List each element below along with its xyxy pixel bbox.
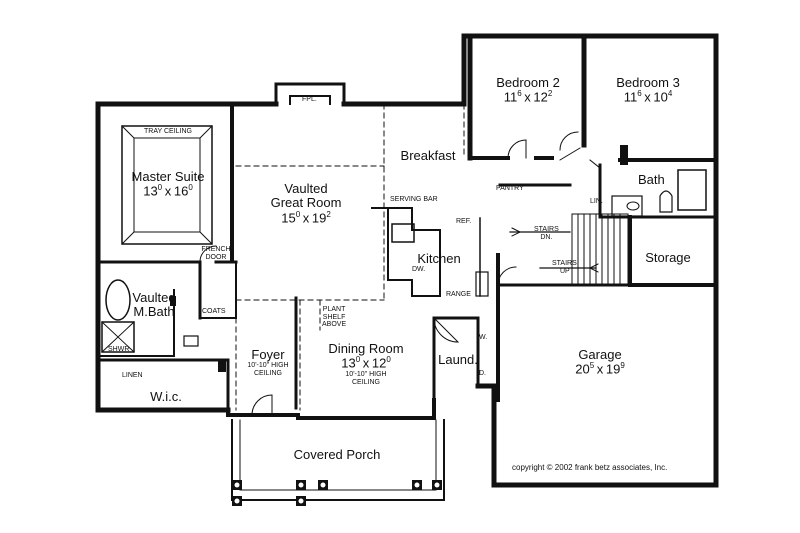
kitchen-counter xyxy=(371,207,441,297)
room-name: M.Bath xyxy=(133,304,175,320)
french-door-label: FRENCH DOOR xyxy=(201,246,231,261)
porch xyxy=(231,419,445,501)
room-name: Foyer xyxy=(251,347,285,362)
shower xyxy=(101,321,135,353)
washer-label: W. xyxy=(479,334,488,341)
sink xyxy=(391,223,415,243)
room-name: Dining Room xyxy=(328,341,404,356)
exterior-wall xyxy=(296,398,436,420)
exterior-wall xyxy=(95,33,719,171)
room-dimensions: 116 x 122 xyxy=(503,89,553,105)
stairs-down-label: STAIRS DN. xyxy=(534,226,559,241)
stairs-up-label: STAIRS UP xyxy=(552,260,577,275)
interior-wall xyxy=(432,316,480,388)
ceiling-note: 10'-10" HIGH xyxy=(247,362,289,370)
exterior-wall xyxy=(226,408,300,420)
stairs xyxy=(509,213,629,285)
serving-bar-label: SERVING BAR xyxy=(390,196,438,203)
fireplace xyxy=(289,95,331,105)
room-bath: Bath xyxy=(638,172,665,187)
room-storage: Storage xyxy=(645,250,691,265)
exterior-wall xyxy=(95,101,231,413)
exterior-wall xyxy=(475,214,719,488)
room-name: Bedroom 2 xyxy=(496,75,560,90)
room-name: Master Suite xyxy=(131,169,205,184)
room-wic: W.i.c. xyxy=(150,389,182,404)
room-bedroom-2: Bedroom 2 116 x 122 xyxy=(496,75,560,105)
wall-post xyxy=(620,145,628,165)
wall-post xyxy=(170,296,176,306)
tray-ceiling-label: TRAY CEILING xyxy=(144,128,192,135)
dashed-lines xyxy=(235,103,465,411)
room-name: Bedroom 3 xyxy=(616,75,680,90)
room-garage: Garage 205 x 199 xyxy=(575,347,625,377)
porch-columns xyxy=(232,480,442,506)
room-dining: Dining Room 130 x 120 10'-10" HIGH CEILI… xyxy=(328,341,404,386)
wall-post xyxy=(218,360,226,372)
toilet xyxy=(659,190,673,213)
room-master-suite: Master Suite 130 x 160 xyxy=(131,169,205,199)
room-covered-porch: Covered Porch xyxy=(293,447,381,462)
room-breakfast: Breakfast xyxy=(400,148,456,163)
linen-closet-label: LIN. xyxy=(590,198,603,205)
ceiling-note: CEILING xyxy=(253,369,283,377)
plant-shelf-label: PLANT SHELF ABOVE xyxy=(322,306,347,329)
fireplace-label: FPL. xyxy=(302,96,317,103)
room-name: Great Room xyxy=(270,195,342,211)
tray-ceiling-inner xyxy=(133,137,201,233)
room-great-room: Vaulted Great Room 150 x 192 xyxy=(270,181,342,225)
doors xyxy=(199,131,601,416)
room-name: Garage xyxy=(578,347,622,362)
ceiling-note: CEILING xyxy=(351,378,380,386)
room-foyer: Foyer 10'-10" HIGH CEILING xyxy=(247,347,289,378)
exterior-wall xyxy=(274,82,346,106)
bath-tub xyxy=(677,169,707,211)
dryer-label: D. xyxy=(479,370,486,377)
room-dimensions: 150 x 192 xyxy=(281,209,331,225)
shower-label: SHWR xyxy=(108,346,130,353)
mbath-toilet xyxy=(183,335,199,347)
room-dimensions: 116 x 104 xyxy=(623,89,673,105)
room-kitchen: Kitchen xyxy=(417,251,461,266)
room-dimensions: 130 x 160 xyxy=(143,183,193,199)
interior-wall xyxy=(96,358,230,412)
tray-ceiling-outer xyxy=(121,125,213,245)
copyright-notice: copyright © 2002 frank betz associates, … xyxy=(512,463,668,472)
dishwasher-label: DW. xyxy=(412,266,426,273)
room-dimensions: 130 x 120 xyxy=(341,355,391,371)
interior-wall xyxy=(598,163,718,219)
ceiling-note: 10'-10" HIGH xyxy=(345,370,387,378)
vanity xyxy=(611,195,643,217)
room-dimensions: 205 x 199 xyxy=(575,361,625,377)
linen-label: LINEN xyxy=(122,372,143,379)
room-name: Vaulted xyxy=(132,290,176,305)
refrigerator-label: REF. xyxy=(456,218,472,225)
coats-closet-label: COATS xyxy=(202,308,226,315)
pantry-label: PANTRY xyxy=(496,185,524,192)
room-bedroom-3: Bedroom 3 116 x 104 xyxy=(616,75,680,105)
room-master-bath: Vaulted M.Bath xyxy=(132,290,176,320)
room-name: Vaulted xyxy=(284,181,328,196)
room-laundry: Laund. xyxy=(438,352,478,367)
range-label: RANGE xyxy=(446,291,471,298)
range xyxy=(475,271,489,297)
tub xyxy=(105,279,131,321)
